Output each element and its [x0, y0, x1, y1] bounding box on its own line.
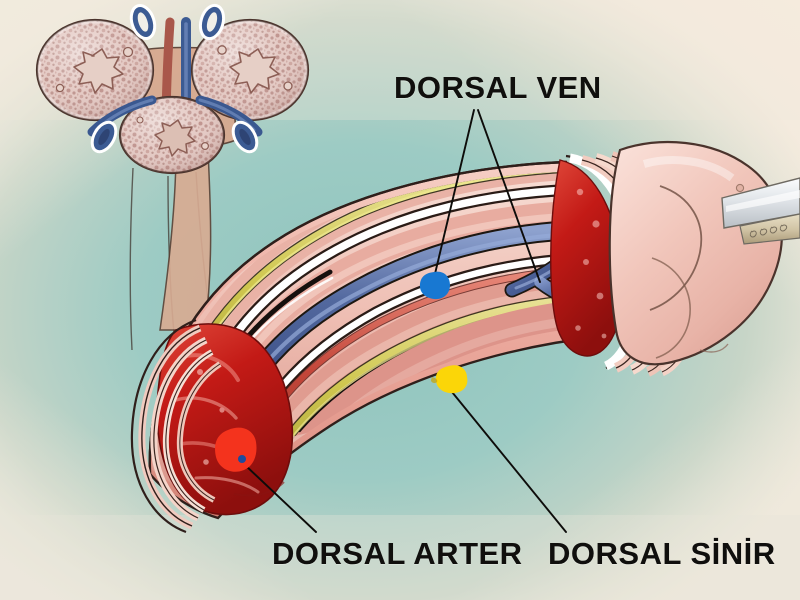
corona-cut-rim: [550, 159, 623, 357]
inset-corpus-spongiosum: [118, 95, 226, 175]
inset-corpus-cavernosum-right: [190, 18, 310, 122]
label-dorsal-ven: DORSAL VEN: [394, 70, 602, 105]
leader-sinir-to-dot: [451, 391, 567, 533]
leader-arter-to-dot: [243, 463, 317, 533]
leader-lines: [243, 109, 567, 533]
inset-vessel-pair-bottom: [90, 120, 259, 154]
red-dot-marker: [215, 427, 257, 472]
markers: [215, 271, 468, 472]
blue-dot-marker: [419, 271, 450, 300]
label-dorsal-arter: DORSAL ARTER: [272, 536, 523, 571]
leader-ven-to-branch: [477, 109, 541, 283]
yellow-dot-marker: [435, 365, 468, 394]
artery-origin-dot: [238, 455, 246, 463]
cross-section-inset: [35, 3, 310, 331]
leader-ven-to-dot: [433, 109, 475, 279]
inset-corpus-cavernosum-left: [35, 18, 155, 122]
label-dorsal-sinir: DORSAL SİNİR: [548, 536, 776, 571]
surgical-instrument: [721, 177, 800, 245]
inset-vessel-pair-top: [129, 3, 226, 41]
proximal-skin-rings: [130, 318, 222, 534]
